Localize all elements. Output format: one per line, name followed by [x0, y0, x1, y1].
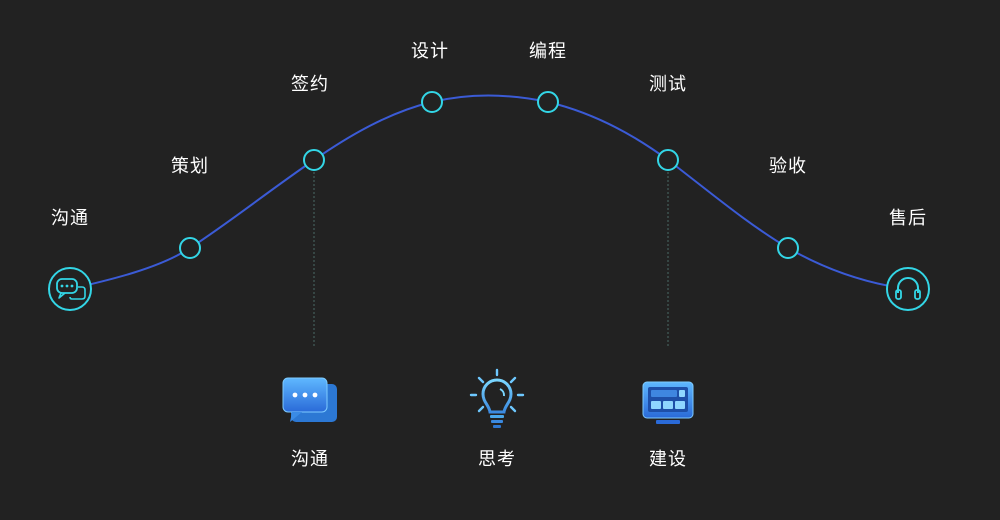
- stage-node-策划[interactable]: [179, 237, 201, 259]
- chat-bubbles-icon: [56, 278, 86, 300]
- stage-node-售后[interactable]: [886, 267, 930, 311]
- stage-label-设计: 设计: [411, 41, 449, 62]
- stage-label-策划: 策划: [171, 156, 209, 177]
- stage-label-验收: 验收: [769, 156, 807, 177]
- stage-node-签约[interactable]: [303, 149, 325, 171]
- stage-node-测试[interactable]: [657, 149, 679, 171]
- headphones-icon: [895, 277, 921, 300]
- bottom-label-沟通: 沟通: [291, 449, 329, 470]
- lightbulb-icon: [469, 368, 525, 428]
- stage-label-售后: 售后: [889, 208, 927, 229]
- stage-node-验收[interactable]: [777, 237, 799, 259]
- bottom-label-思考: 思考: [478, 449, 516, 470]
- stage-label-编程: 编程: [529, 41, 567, 62]
- bottom-label-建设: 建设: [649, 449, 687, 470]
- chat-window-icon: [282, 377, 337, 422]
- process-curve: [69, 94, 909, 290]
- monitor-icon: [642, 381, 694, 424]
- stage-node-设计[interactable]: [421, 91, 443, 113]
- stage-label-签约: 签约: [291, 74, 329, 95]
- stage-node-编程[interactable]: [537, 91, 559, 113]
- stage-label-沟通: 沟通: [51, 208, 89, 229]
- stage-node-沟通[interactable]: [48, 267, 92, 311]
- stage-label-测试: 测试: [649, 74, 687, 95]
